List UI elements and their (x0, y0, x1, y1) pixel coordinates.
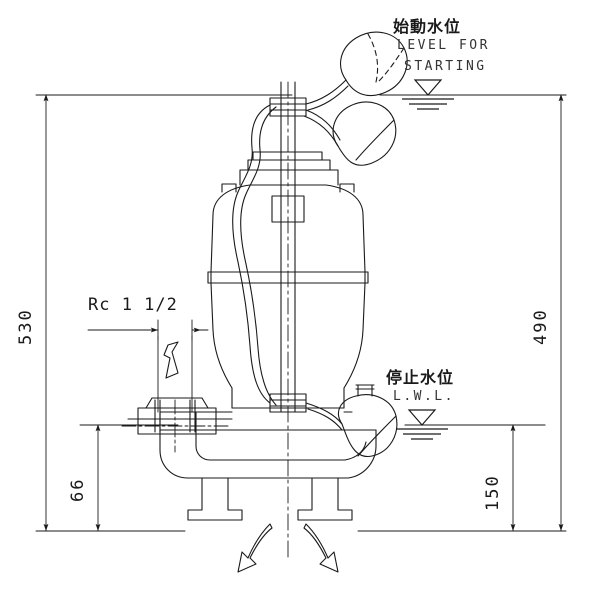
water-level-lines (379, 94, 567, 426)
discharge-flow-arrow (163, 341, 179, 379)
thread-callout-leader (87, 319, 209, 413)
motor-top-bracket (221, 151, 355, 193)
support-legs (187, 477, 353, 521)
suction-flow-arrows (237, 523, 339, 573)
power-cable (232, 104, 277, 406)
start-water-level-symbol (401, 79, 455, 110)
float-switch-cables-upper (303, 79, 349, 147)
discharge-thread-callout: Rc 1 1/2 (88, 295, 178, 315)
start-level-label-en-line2: STARTING (404, 59, 487, 74)
start-level-label-jp: 始動水位 (393, 17, 462, 36)
stop-level-label-en: L.W.L. (393, 389, 455, 404)
dimension-label-530: 530 (16, 308, 36, 345)
dimension-label-150: 150 (483, 474, 503, 511)
discharge-centerline (121, 399, 229, 453)
stop-water-level-symbol (395, 409, 449, 440)
stop-level-label-jp: 停止水位 (386, 368, 455, 387)
discharge-flange (127, 397, 233, 435)
dimension-label-66: 66 (68, 477, 88, 502)
pump-body (207, 184, 369, 409)
volute-casing (159, 411, 377, 479)
guide-rail (269, 81, 307, 413)
float-switch-stop (305, 384, 398, 457)
float-switch-second (332, 101, 397, 166)
dimension-label-490: 490 (531, 308, 551, 345)
start-level-label-en-line1: LEVEL FOR (397, 38, 490, 53)
float-switch-start (340, 31, 408, 97)
